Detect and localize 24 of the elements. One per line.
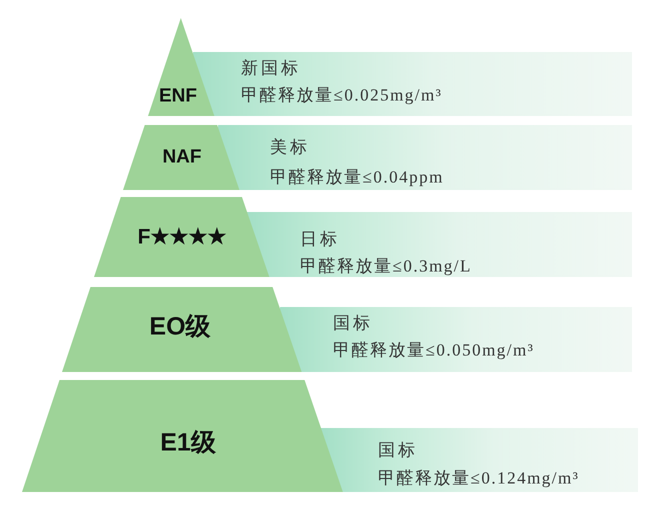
pyramid-tier	[94, 197, 270, 277]
pyramid-tier	[22, 380, 344, 492]
tier-label: ENF	[158, 86, 197, 106]
standard-band	[321, 428, 638, 492]
tier-label: E1级	[160, 430, 216, 456]
limit-text: 甲醛释放量≤0.3mg/L	[300, 258, 472, 274]
standard-band	[247, 212, 632, 277]
standard-heading: 日标	[300, 230, 340, 248]
standard-heading: 新国标	[240, 60, 301, 76]
pyramid-tier	[62, 287, 302, 372]
limit-text: 甲醛释放量≤0.025mg/m³	[240, 86, 442, 104]
tier-label: F★★★★	[138, 226, 226, 248]
tier-label: EO级	[149, 314, 211, 340]
standard-heading: 美标	[270, 138, 310, 156]
limit-text: 甲醛释放量≤0.050mg/m³	[332, 342, 534, 358]
standard-band	[280, 307, 632, 372]
limit-text: 甲醛释放量≤0.04ppm	[270, 168, 444, 186]
limit-text: 甲醛释放量≤0.124mg/m³	[378, 470, 580, 486]
tier-label: NAF	[162, 148, 202, 166]
pyramid-tier	[123, 125, 240, 190]
pyramid-tier	[148, 18, 214, 116]
standard-heading: 国标	[332, 314, 373, 332]
standard-band	[218, 125, 632, 190]
standard-heading: 国标	[378, 442, 418, 458]
